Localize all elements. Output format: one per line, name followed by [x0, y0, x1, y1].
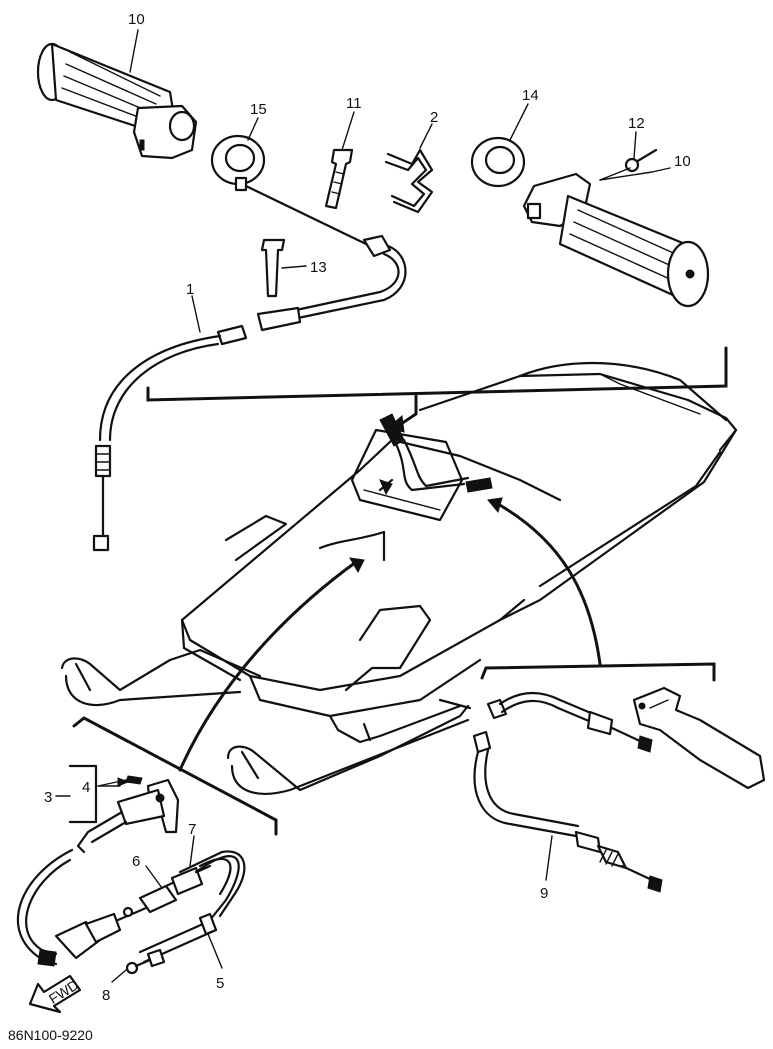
- callout-1: 1: [186, 281, 194, 298]
- spring-clip-2: [384, 148, 434, 214]
- callout-3: 3: [44, 789, 52, 806]
- callout-8: 8: [102, 987, 110, 1004]
- callout-14: 14: [522, 87, 539, 104]
- lower-throttle-cable: [16, 848, 246, 967]
- callout-13: 13: [310, 259, 327, 276]
- brake-cable-9: [472, 691, 663, 893]
- throttle-lever-3: [68, 764, 180, 854]
- leader-lines: [55, 29, 671, 983]
- throttle-assembly-bracket: [72, 716, 278, 836]
- grip-collar-14: [470, 136, 526, 188]
- right-handlebar-grip: [522, 167, 710, 308]
- callout-12: 12: [628, 115, 645, 132]
- callout-15: 15: [250, 101, 267, 118]
- cable-tie-11: [324, 148, 354, 210]
- throttle-cable-1: [92, 176, 407, 552]
- callout-5: 5: [216, 975, 224, 992]
- callout-7: 7: [188, 821, 196, 838]
- brake-lever: [632, 686, 766, 790]
- grip-collar-15: [210, 134, 266, 186]
- handlebar-group-bracket: [146, 346, 728, 433]
- cable-end-8: [125, 948, 166, 975]
- callout-9: 9: [540, 885, 548, 902]
- callout-6: 6: [132, 853, 140, 870]
- brake-assembly-bracket: [480, 662, 716, 682]
- pin-13: [260, 238, 286, 298]
- routing-arrows: [178, 497, 602, 772]
- callout-10-left: 10: [128, 11, 145, 28]
- callout-11: 11: [346, 95, 362, 112]
- callout-labels: 10 15 11 2 14 12 10 13 1 3 4 7 6 5 8 9: [44, 11, 691, 1004]
- callout-4: 4: [82, 779, 90, 796]
- left-handlebar-grip: [36, 42, 198, 160]
- callout-10-right: 10: [674, 153, 691, 170]
- forward-direction-arrow: FWD: [28, 974, 81, 1014]
- snowmobile-body: [60, 361, 738, 795]
- diagram-code: 86N100-9220: [8, 1027, 93, 1043]
- callout-2: 2: [430, 109, 438, 126]
